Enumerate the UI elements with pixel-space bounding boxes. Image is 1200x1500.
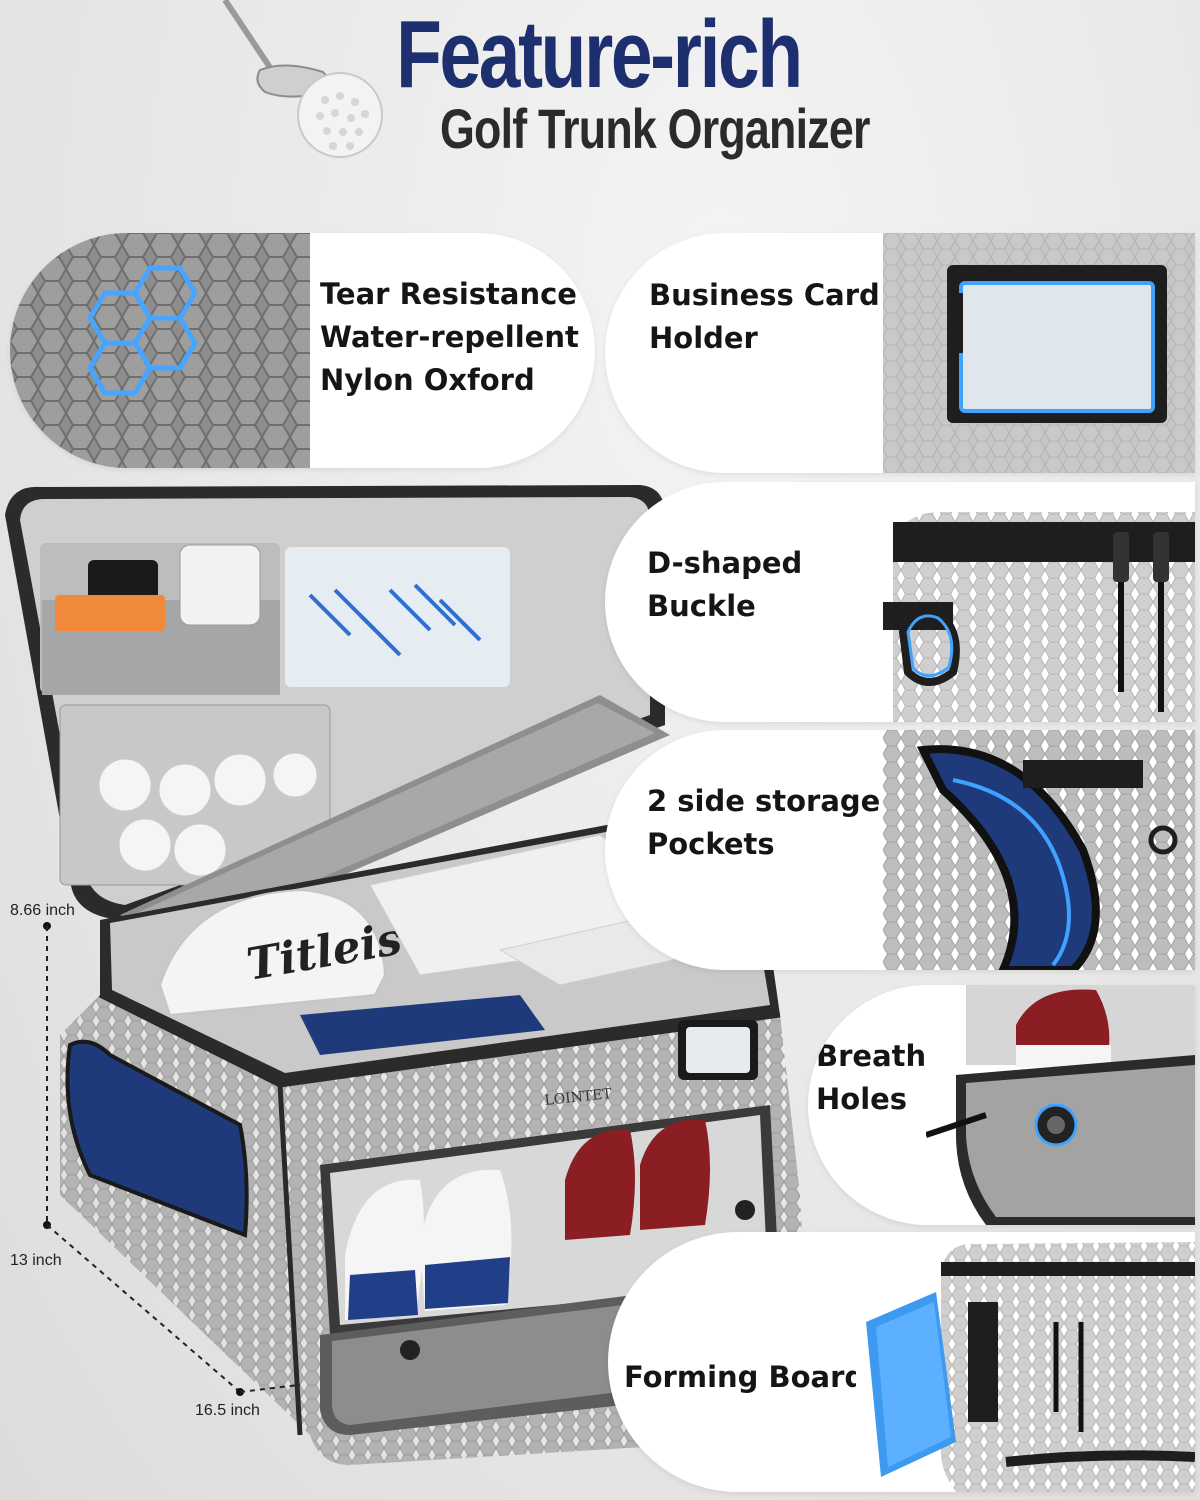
feature-line: Holes xyxy=(816,1082,908,1116)
feature-card-d-shaped-buckle: D-shaped Buckle xyxy=(605,482,1195,722)
feature-card-side-pockets: 2 side storage Pockets xyxy=(605,730,1195,970)
feature-line: Pockets xyxy=(647,827,775,861)
business-card-holder-image xyxy=(883,233,1195,473)
forming-board-image xyxy=(856,1232,1195,1492)
breathable-holes-image xyxy=(925,985,1195,1225)
feature-line: Tear Resistance xyxy=(320,277,577,311)
feature-card-material: Tear Resistance Water-repellent Nylon Ox… xyxy=(10,233,595,468)
feature-line: 2 side storage xyxy=(647,784,881,818)
feature-card-business-card-holder: Business Card Holder xyxy=(605,233,1195,473)
side-pocket-image xyxy=(883,730,1195,970)
feature-line: Holder xyxy=(649,321,758,355)
feature-line: Business Card xyxy=(649,278,880,312)
page-subtitle: Golf Trunk Organizer xyxy=(440,97,870,160)
golf-club-and-ball-image xyxy=(222,0,383,158)
feature-card-breathable-holes: Breathable Holes xyxy=(808,985,1195,1225)
feature-card-forming-board: Forming Board xyxy=(608,1232,1195,1492)
feature-line: Water-repellent xyxy=(320,320,579,354)
feature-line: Forming Board xyxy=(624,1360,866,1394)
feature-line: D-shaped xyxy=(647,546,803,580)
d-shaped-buckle-image xyxy=(863,482,1195,722)
feature-line: Buckle xyxy=(647,589,756,623)
feature-line: Nylon Oxford xyxy=(320,363,535,397)
svg-text:LOINTET: LOINTET xyxy=(544,1086,613,1109)
dimension-lines xyxy=(43,922,300,1396)
dimension-width-label: 16.5 inch xyxy=(195,1402,260,1419)
golf-trunk-organizer-product-image: Titleist LOINTET xyxy=(5,485,816,1465)
dimension-depth-label: 13 inch xyxy=(10,1252,62,1269)
honeycomb-fabric-image xyxy=(10,233,310,468)
dimension-height-label: 8.66 inch xyxy=(10,902,75,919)
page-title: Feature-rich xyxy=(396,1,803,108)
